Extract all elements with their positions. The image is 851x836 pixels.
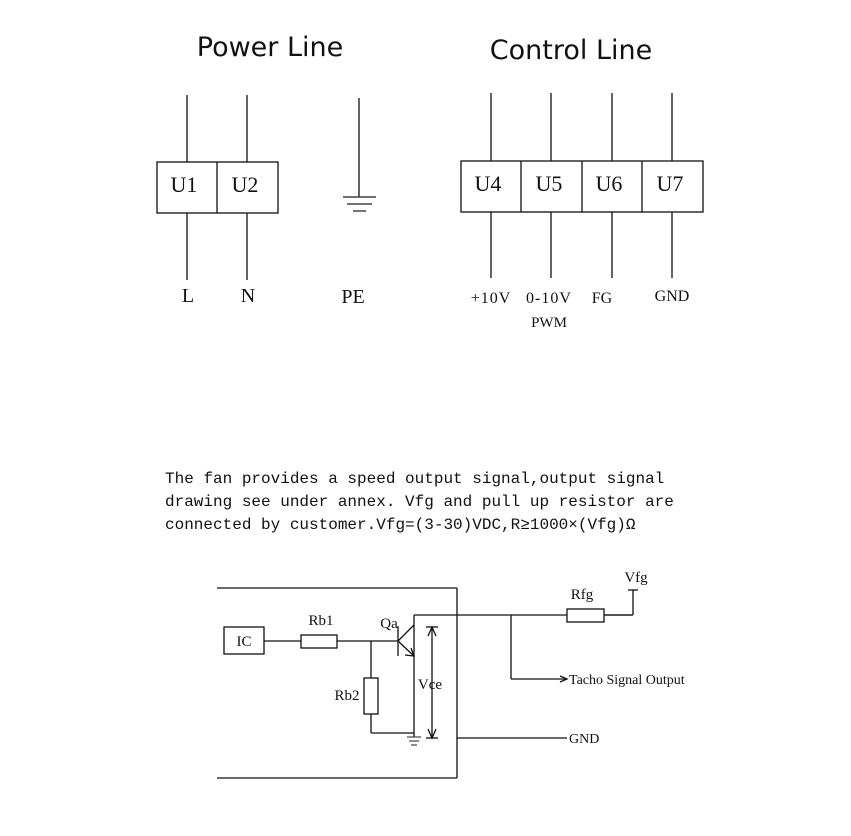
description-line-2: drawing see under annex. Vfg and pull up… xyxy=(165,493,674,511)
label-pe: PE xyxy=(341,286,364,308)
label-n: N xyxy=(241,285,255,307)
label-gnd: GND xyxy=(655,288,690,305)
rb1-label: Rb1 xyxy=(308,613,333,629)
vce-arrow xyxy=(426,625,438,740)
ic-block xyxy=(223,626,265,655)
rb2-label: Rb2 xyxy=(334,688,359,704)
control-terminal-block xyxy=(460,160,704,213)
terminal-u4: U4 xyxy=(475,171,502,196)
qa-label: Qa xyxy=(380,616,398,632)
tacho-label: Tacho Signal Output xyxy=(569,673,685,688)
rfg-label: Rfg xyxy=(571,587,594,603)
terminal-u7: U7 xyxy=(657,171,684,196)
description-line-1: The fan provides a speed output signal,o… xyxy=(165,470,664,488)
terminal-u2: U2 xyxy=(232,172,259,197)
vce-label: Vce xyxy=(418,677,442,693)
transistor-qa xyxy=(397,624,415,657)
label-0-10v: 0-10V xyxy=(526,290,572,307)
tacho-arrow-icon xyxy=(559,675,569,683)
resistor-rb1 xyxy=(300,634,338,649)
gnd-output-label: GND xyxy=(569,732,599,747)
fan-boundary xyxy=(217,587,458,779)
label-l: L xyxy=(182,285,194,307)
description-line-3: connected by customer.Vfg=(3-30)VDC,R≥10… xyxy=(165,516,636,534)
power-terminal-block xyxy=(156,161,279,214)
vfg-label: Vfg xyxy=(624,570,648,586)
resistor-rb2 xyxy=(363,677,379,715)
terminal-u1: U1 xyxy=(171,172,198,197)
label-fg: FG xyxy=(592,290,613,307)
ic-label: IC xyxy=(237,634,252,650)
terminal-u6: U6 xyxy=(596,171,623,196)
label-plus10v: +10V xyxy=(471,290,512,307)
control-line-title: Control Line xyxy=(490,35,652,66)
terminal-u5: U5 xyxy=(536,171,563,196)
label-pwm: PWM xyxy=(531,315,567,331)
resistor-rfg xyxy=(566,608,605,623)
power-line-title: Power Line xyxy=(197,32,343,63)
ground-icon xyxy=(407,736,421,746)
ground-icon xyxy=(343,98,376,212)
